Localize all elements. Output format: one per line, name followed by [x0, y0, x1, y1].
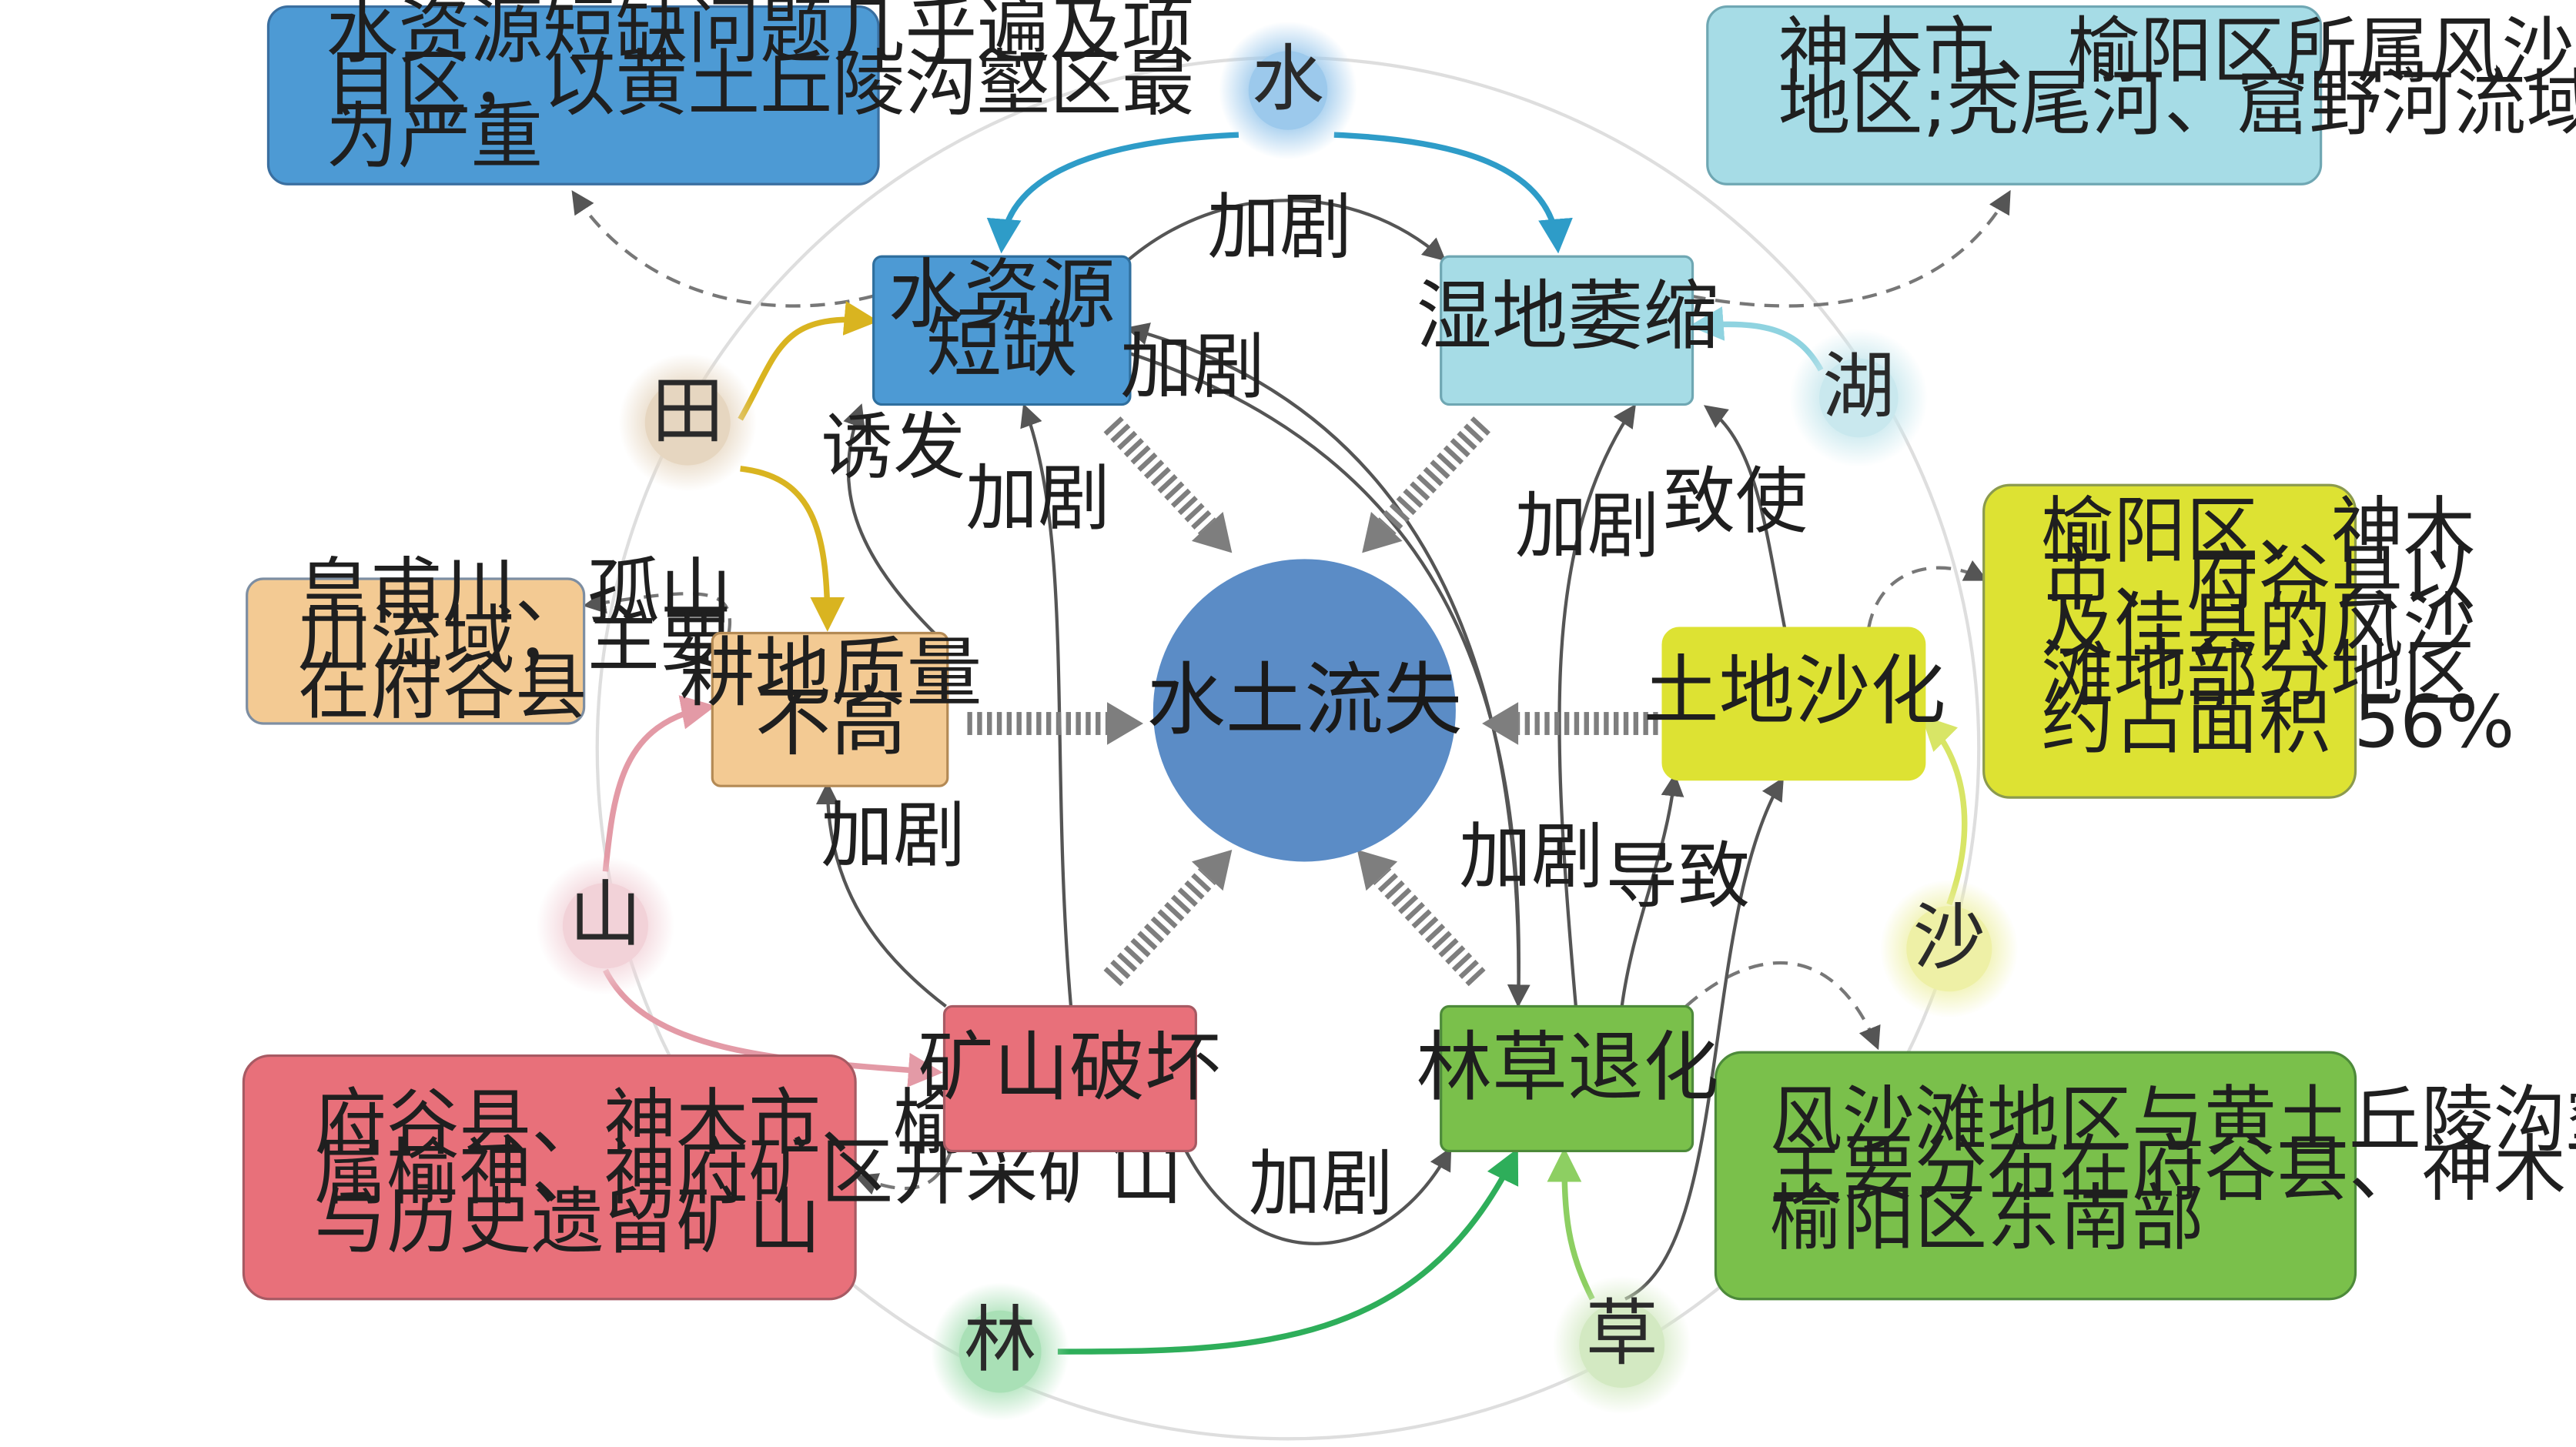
note-desert-line-3: 及佳县的风沙 — [2041, 585, 2475, 669]
element-water: 水 — [1219, 21, 1357, 160]
striped-arrow-right — [1482, 702, 1658, 745]
arrow-farmland-to-water — [843, 403, 936, 635]
box-forest-grass: 林草退化 — [1417, 1004, 1719, 1153]
element-mountain: 山 — [536, 857, 675, 995]
arrow-mine-to-farmland — [815, 781, 947, 1008]
arrow-water-to-wetland — [1127, 199, 1447, 262]
note-wetland-line-1: 神木市、榆阳区所属风沙滩 — [1778, 9, 2576, 93]
note-farmland-line-1: 皇甫川、孤山 — [298, 550, 732, 634]
note-water-line-1: 水资源短缺问题几乎遍及项 — [326, 0, 1194, 74]
arrow-mine-to-water — [1020, 403, 1073, 1007]
box-farmland-line-2: 不高 — [755, 679, 907, 767]
note-desert-line-4: 滩地部分地区 — [2041, 633, 2475, 717]
arrow-forest-to-wetland — [1557, 403, 1636, 1007]
relation-labels: 加剧 加剧 加剧 加剧 加剧 加剧 加剧 诱发 致使 导致 — [821, 185, 1808, 1226]
relation-arrows — [815, 199, 1787, 1301]
element-forest-label: 林 — [964, 1298, 1036, 1382]
note-forest-line-3: 榆阳区东南部 — [1770, 1177, 2204, 1261]
label-water-forest-1: 加剧 — [1459, 815, 1604, 899]
striped-arrow-top-left — [1103, 416, 1233, 553]
note-desert: 榆阳区、神木 市、府谷县以 及佳县的风沙 滩地部分地区 约占面积 56% — [1982, 483, 2514, 799]
note-water-line-2: 目区，以黄土丘陵沟壑区最 — [326, 42, 1194, 126]
note-connectors — [571, 189, 2011, 1195]
striped-arrow-bottom-right — [1357, 849, 1486, 987]
element-water-label: 水 — [1252, 38, 1324, 122]
note-farmland-line-3: 在府谷县 — [298, 646, 587, 730]
element-arrows — [602, 132, 1968, 1355]
arrow-mine-to-forest — [1184, 1147, 1452, 1245]
box-farmland: 耕地质量 不高 — [680, 630, 982, 787]
box-water-shortage: 水资源 短缺 — [872, 252, 1132, 406]
box-mine: 矿山破坏 — [918, 1004, 1220, 1153]
box-forest-grass-line-1: 林草退化 — [1417, 1024, 1719, 1112]
note-mine-line-3: 与历史遗留矿山 — [314, 1180, 821, 1264]
box-wetland: 湿地萎缩 — [1417, 255, 1719, 406]
arrow-forest-to-desert — [1620, 773, 1684, 1007]
note-water: 水资源短缺问题几乎遍及项 目区，以黄土丘陵沟壑区最 为严重 — [266, 0, 1194, 185]
note-farmland-line-2: 川流域，主要 — [298, 598, 732, 682]
note-desert-line-1: 榆阳区、神木 — [2041, 490, 2475, 573]
box-farmland-line-1: 耕地质量 — [680, 630, 982, 717]
arrow-desert-to-wetland — [1703, 405, 1787, 629]
box-mine-line-1: 矿山破坏 — [918, 1024, 1220, 1112]
note-wetland-line-2: 地区;秃尾河、窟野河流域 — [1778, 62, 2576, 146]
arrow-grass-to-desert — [1624, 777, 1784, 1301]
label-induce: 诱发 — [821, 406, 965, 490]
note-forest-line-1: 风沙滩地区与黄土丘陵沟壑区, — [1770, 1078, 2576, 1162]
center-label: 水土流失 — [1146, 654, 1462, 746]
box-wetland-line-1: 湿地萎缩 — [1417, 272, 1719, 360]
arrow-water-to-forest — [1129, 352, 1531, 1008]
note-water-line-3: 为严重 — [326, 95, 543, 179]
element-mountain-label: 山 — [569, 873, 641, 957]
box-water-shortage-line-1: 水资源 — [888, 252, 1116, 339]
element-grass-label: 草 — [1586, 1292, 1658, 1376]
note-forest: 风沙滩地区与黄土丘陵沟壑区, 主要分布在府谷县、神木市、 榆阳区东南部 — [1714, 1051, 2576, 1301]
element-field-label: 田 — [651, 369, 724, 453]
label-water-wetland: 加剧 — [1207, 185, 1352, 269]
note-forest-line-2: 主要分布在府谷县、神木市、 — [1770, 1128, 2576, 1211]
label-lead: 导致 — [1605, 835, 1750, 919]
striped-arrow-top-right — [1362, 416, 1491, 553]
note-wetland: 神木市、榆阳区所属风沙滩 地区;秃尾河、窟野河流域 — [1706, 5, 2576, 185]
element-sand: 沙 — [1880, 879, 2019, 1018]
element-lake: 湖 — [1789, 329, 1929, 467]
note-mine: 府谷县、神木市、榆阳区所 属榆神、神府矿区开采矿山 与历史遗留矿山 — [242, 1054, 1183, 1301]
element-sand-label: 沙 — [1913, 896, 1986, 980]
label-forest-wetland-1: 加剧 — [1515, 485, 1660, 569]
striped-arrow-bottom-left — [1103, 849, 1233, 987]
center-circle — [1153, 559, 1456, 862]
element-lake-label: 湖 — [1822, 345, 1895, 429]
label-mine-water-1: 加剧 — [965, 456, 1110, 540]
striped-arrow-left — [967, 702, 1143, 745]
note-farmland: 皇甫川、孤山 川流域，主要 在府谷县 — [246, 550, 732, 730]
box-desertification-line-1: 土地沙化 — [1643, 647, 1945, 735]
label-mine-forest: 加剧 — [1249, 1142, 1393, 1226]
element-grass: 草 — [1552, 1275, 1691, 1415]
label-cause: 致使 — [1663, 460, 1808, 544]
box-water-shortage-line-2: 短缺 — [926, 301, 1078, 389]
element-forest: 林 — [931, 1282, 1069, 1421]
element-field: 田 — [618, 353, 757, 492]
striped-arrows — [967, 416, 1658, 987]
note-desert-line-2: 市、府谷县以 — [2041, 537, 2475, 621]
label-mine-farmland-1: 加剧 — [821, 794, 965, 877]
note-desert-line-5: 约占面积 56% — [2041, 680, 2514, 764]
label-forest-water-1: 加剧 — [1120, 325, 1265, 409]
box-desertification: 土地沙化 — [1643, 627, 1946, 781]
